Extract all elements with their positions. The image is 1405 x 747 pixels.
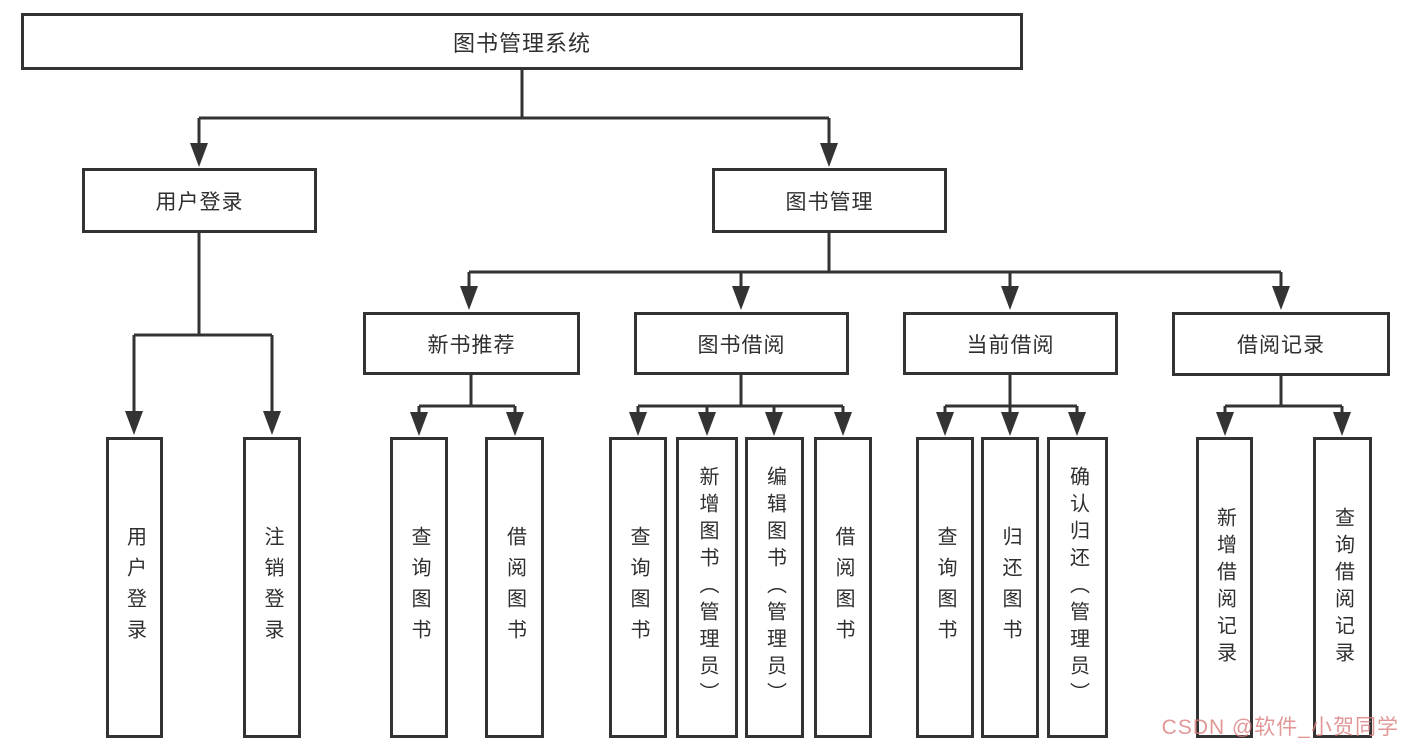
arrow-down-icon [1272,286,1290,310]
arrow-down-icon [190,143,208,167]
csdn-watermark: CSDN @软件_小贺同学 [1161,716,1399,739]
leaf-records-query-borrow-record: 查询借阅记录 [1313,437,1372,738]
arrow-down-icon [263,411,281,435]
arrow-down-icon [765,412,783,436]
connector-root [190,70,838,167]
arrow-down-icon [410,412,428,436]
arrow-down-icon [698,412,716,436]
leaf-logout: 注销登录 [243,437,301,738]
arrow-down-icon [936,412,954,436]
node-root-system: 图书管理系统 [21,13,1023,70]
arrow-down-icon [1216,412,1234,436]
arrow-down-icon [1333,412,1351,436]
arrow-down-icon [1001,412,1019,436]
node-new-book-recommend: 新书推荐 [363,312,580,375]
arrow-down-icon [125,411,143,435]
node-current-borrowing: 当前借阅 [903,312,1118,375]
connector-user-login [125,233,281,435]
connector-current-borrow [936,375,1086,436]
arrow-down-icon [460,286,478,310]
arrow-down-icon [1068,412,1086,436]
arrow-down-icon [834,412,852,436]
arrow-down-icon [1001,286,1019,310]
leaf-user-login: 用户登录 [106,437,163,738]
node-user-login: 用户登录 [82,168,317,233]
connector-borrow-records [1216,376,1351,436]
leaf-records-add-borrow-record: 新增借阅记录 [1196,437,1253,738]
arrow-down-icon [629,412,647,436]
leaf-borrowing-query-books: 查询图书 [609,437,667,738]
connector-book-borrow [629,375,852,436]
connector-book-mgmt [460,233,1290,310]
node-borrowing-records: 借阅记录 [1172,312,1390,376]
arrow-down-icon [732,286,750,310]
node-book-management: 图书管理 [712,168,947,233]
leaf-recommend-query-books: 查询图书 [390,437,448,738]
connector-new-book-rec [410,375,524,436]
leaf-recommend-borrow-books: 借阅图书 [485,437,544,738]
leaf-current-confirm-return-admin: 确认归还（管理员） [1047,437,1108,738]
arrow-down-icon [506,412,524,436]
leaf-current-return-books: 归还图书 [981,437,1039,738]
leaf-borrowing-add-books-admin: 新增图书（管理员） [676,437,738,738]
leaf-borrowing-borrow-books: 借阅图书 [814,437,872,738]
leaf-current-query-books: 查询图书 [916,437,974,738]
leaf-borrowing-edit-books-admin: 编辑图书（管理员） [745,437,804,738]
node-book-borrowing: 图书借阅 [634,312,849,375]
arrow-down-icon [820,143,838,167]
